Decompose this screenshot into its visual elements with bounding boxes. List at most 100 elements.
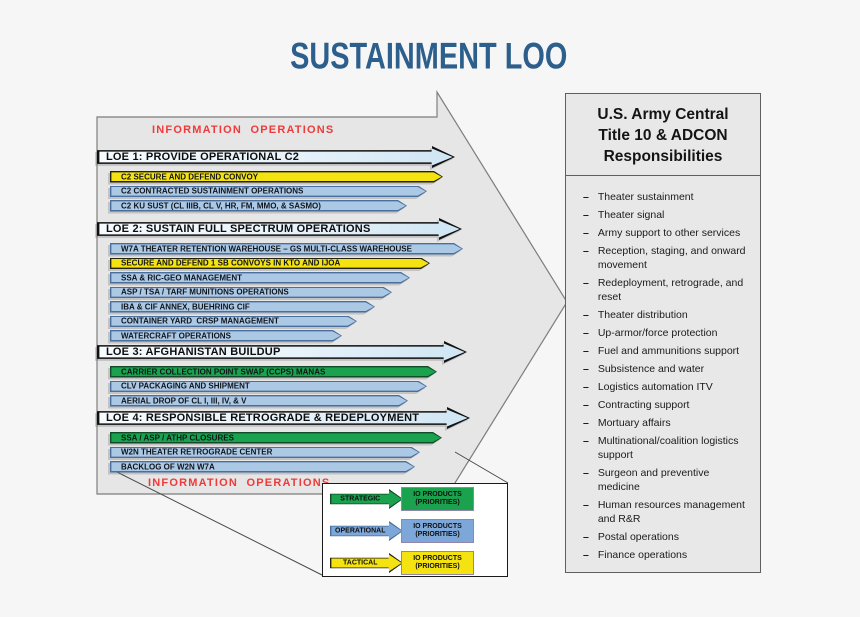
task-arrow-shape xyxy=(110,447,420,459)
dash-bullet: – xyxy=(583,549,589,561)
task-arrow-shape xyxy=(110,381,427,393)
task-bar: W7A THEATER RETENTION WAREHOUSE – GS MUL… xyxy=(110,243,463,255)
loe-stack: LOE 1: PROVIDE OPERATIONAL C2 C2 SECURE … xyxy=(97,146,517,476)
io-products-box-strategic: IO PRODUCTS (PRIORITIES) xyxy=(401,487,474,511)
task-bar: ASP / TSA / TARF MUNITIONS OPERATIONS xyxy=(110,287,392,299)
task-label: C2 KU SUST (CL IIIB, CL V, HR, FM, MMO, … xyxy=(121,201,321,211)
panel-list-item: –Surgeon and preventive medicine xyxy=(583,466,754,494)
panel-item-text: Finance operations xyxy=(597,549,688,561)
tactical-arrow: TACTICAL xyxy=(330,553,403,573)
io-products-text: IO PRODUCTS xyxy=(413,554,462,562)
panel-item-text: Postal operations xyxy=(597,531,679,543)
task-bar: IBA & CIF ANNEX, BUEHRING CIF xyxy=(110,301,375,313)
task-label: W2N THEATER RETROGRADE CENTER xyxy=(121,447,273,457)
panel-list-item: –Postal operations xyxy=(583,530,754,544)
dash-bullet: – xyxy=(583,277,589,289)
panel-list-item: –Subsistence and water xyxy=(583,362,754,376)
loe-arrow-shape xyxy=(97,218,462,240)
panel-list-item: –Fuel and ammunitions support xyxy=(583,344,754,358)
panel-list-item: –Contracting support xyxy=(583,398,754,412)
dash-bullet: – xyxy=(583,209,589,221)
dash-bullet: – xyxy=(583,309,589,321)
task-label: CONTAINER YARD CRSP MANAGEMENT xyxy=(121,316,279,326)
responsibilities-panel: U.S. Army Central Title 10 & ADCON Respo… xyxy=(565,93,761,573)
tactical-label: TACTICAL xyxy=(343,559,378,567)
task-bar: AERIAL DROP OF CL I, III, IV, & V xyxy=(110,395,408,407)
loe4-header-label: LOE 4: RESPONSIBLE RETROGRADE & REDEPLOY… xyxy=(106,412,420,424)
task-bar: C2 KU SUST (CL IIIB, CL V, HR, FM, MMO, … xyxy=(110,200,407,212)
loe1-block: LOE 1: PROVIDE OPERATIONAL C2 C2 SECURE … xyxy=(97,146,455,212)
strategic-label: STRATEGIC xyxy=(340,495,381,503)
dash-bullet: – xyxy=(583,467,589,479)
task-arrow-shape xyxy=(110,171,443,183)
panel-item-text: Theater signal xyxy=(597,209,665,221)
task-label: SECURE AND DEFEND 1 SB CONVOYS IN KTO AN… xyxy=(121,258,341,268)
dash-bullet: – xyxy=(583,327,589,339)
task-bar: CLV PACKAGING AND SHIPMENT xyxy=(110,381,427,393)
task-label: WATERCRAFT OPERATIONS xyxy=(121,331,231,341)
dash-bullet: – xyxy=(583,381,589,393)
dash-bullet: – xyxy=(583,499,589,511)
loe2-header-arrow: LOE 2: SUSTAIN FULL SPECTRUM OPERATIONS xyxy=(97,218,462,240)
task-arrow-shape xyxy=(110,316,357,328)
priorities-text: (PRIORITIES) xyxy=(415,563,460,570)
task-bar: WATERCRAFT OPERATIONS xyxy=(110,330,342,342)
legend-callout-line-right xyxy=(454,451,509,484)
panel-item-text: Up-armor/force protection xyxy=(597,327,718,339)
task-arrow-shape xyxy=(110,272,410,284)
dash-bullet: – xyxy=(583,191,589,203)
task-label: IBA & CIF ANNEX, BUEHRING CIF xyxy=(121,302,250,312)
panel-item-text: Army support to other services xyxy=(597,227,741,239)
dash-bullet: – xyxy=(583,245,589,257)
task-arrow-shape xyxy=(110,395,408,407)
panel-list-item: –Reception, staging, and onward movement xyxy=(583,244,754,272)
task-arrow-shape xyxy=(110,432,442,444)
panel-list-item: –Logistics automation ITV xyxy=(583,380,754,394)
task-bar: SECURE AND DEFEND 1 SB CONVOYS IN KTO AN… xyxy=(110,258,430,270)
task-label: SSA / ASP / ATHP CLOSURES xyxy=(121,433,234,443)
panel-title-line: U.S. Army Central xyxy=(597,106,729,123)
task-label: SSA & RIC-GEO MANAGEMENT xyxy=(121,273,243,283)
task-bar: SSA & RIC-GEO MANAGEMENT xyxy=(110,272,410,284)
operational-arrow: OPERATIONAL xyxy=(330,521,403,541)
loe3-block: LOE 3: AFGHANISTAN BUILDUP CARRIER COLLE… xyxy=(97,341,467,407)
panel-list-item: –Human resources management and R&R xyxy=(583,498,754,526)
panel-title-line: Title 10 & ADCON xyxy=(598,127,728,144)
panel-item-text: Mortuary affairs xyxy=(597,417,671,429)
panel-list-item: –Up-armor/force protection xyxy=(583,326,754,340)
legend-callout-line-left xyxy=(116,471,323,576)
panel-item-text: Human resources management and R&R xyxy=(597,499,745,525)
io-products-box-tactical: IO PRODUCTS (PRIORITIES) xyxy=(401,551,474,575)
task-label: C2 SECURE AND DEFEND CONVOY xyxy=(121,172,259,182)
priorities-text: (PRIORITIES) xyxy=(415,499,460,506)
task-bar: BACKLOG OF W2N W7A xyxy=(110,461,415,473)
task-arrow-shape xyxy=(110,186,427,198)
panel-list-item: –Theater sustainment xyxy=(583,190,754,204)
task-label: C2 CONTRACTED SUSTAINMENT OPERATIONS xyxy=(121,186,304,196)
task-bar: C2 CONTRACTED SUSTAINMENT OPERATIONS xyxy=(110,186,427,198)
panel-item-text: Reception, staging, and onward movement xyxy=(597,245,746,271)
dash-bullet: – xyxy=(583,345,589,357)
io-products-legend: STRATEGIC IO PRODUCTS (PRIORITIES) OPERA… xyxy=(322,483,508,577)
loe-arrow-shape xyxy=(97,146,455,168)
loe-arrow-shape xyxy=(97,407,470,429)
loe1-header-arrow: LOE 1: PROVIDE OPERATIONAL C2 xyxy=(97,146,455,168)
panel-header: U.S. Army Central Title 10 & ADCON Respo… xyxy=(566,94,760,176)
panel-list-item: –Mortuary affairs xyxy=(583,416,754,430)
task-label: CLV PACKAGING AND SHIPMENT xyxy=(121,381,250,391)
loe2-block: LOE 2: SUSTAIN FULL SPECTRUM OPERATIONS … xyxy=(97,218,463,342)
loe4-block: LOE 4: RESPONSIBLE RETROGRADE & REDEPLOY… xyxy=(97,407,470,473)
panel-item-text: Subsistence and water xyxy=(597,363,705,375)
task-arrow-shape xyxy=(110,258,430,270)
dash-bullet: – xyxy=(583,363,589,375)
io-products-text: IO PRODUCTS xyxy=(413,522,462,530)
page-title: SUSTAINMENT LOO xyxy=(290,36,568,78)
dash-bullet: – xyxy=(583,227,589,239)
panel-list: –Theater sustainment –Theater signal –Ar… xyxy=(566,176,760,562)
loe2-header-label: LOE 2: SUSTAIN FULL SPECTRUM OPERATIONS xyxy=(106,223,371,235)
loe-arrow-shape xyxy=(97,341,467,363)
task-arrow-shape xyxy=(110,330,342,342)
task-arrow-shape xyxy=(110,366,437,378)
priorities-text: (PRIORITIES) xyxy=(415,531,460,538)
